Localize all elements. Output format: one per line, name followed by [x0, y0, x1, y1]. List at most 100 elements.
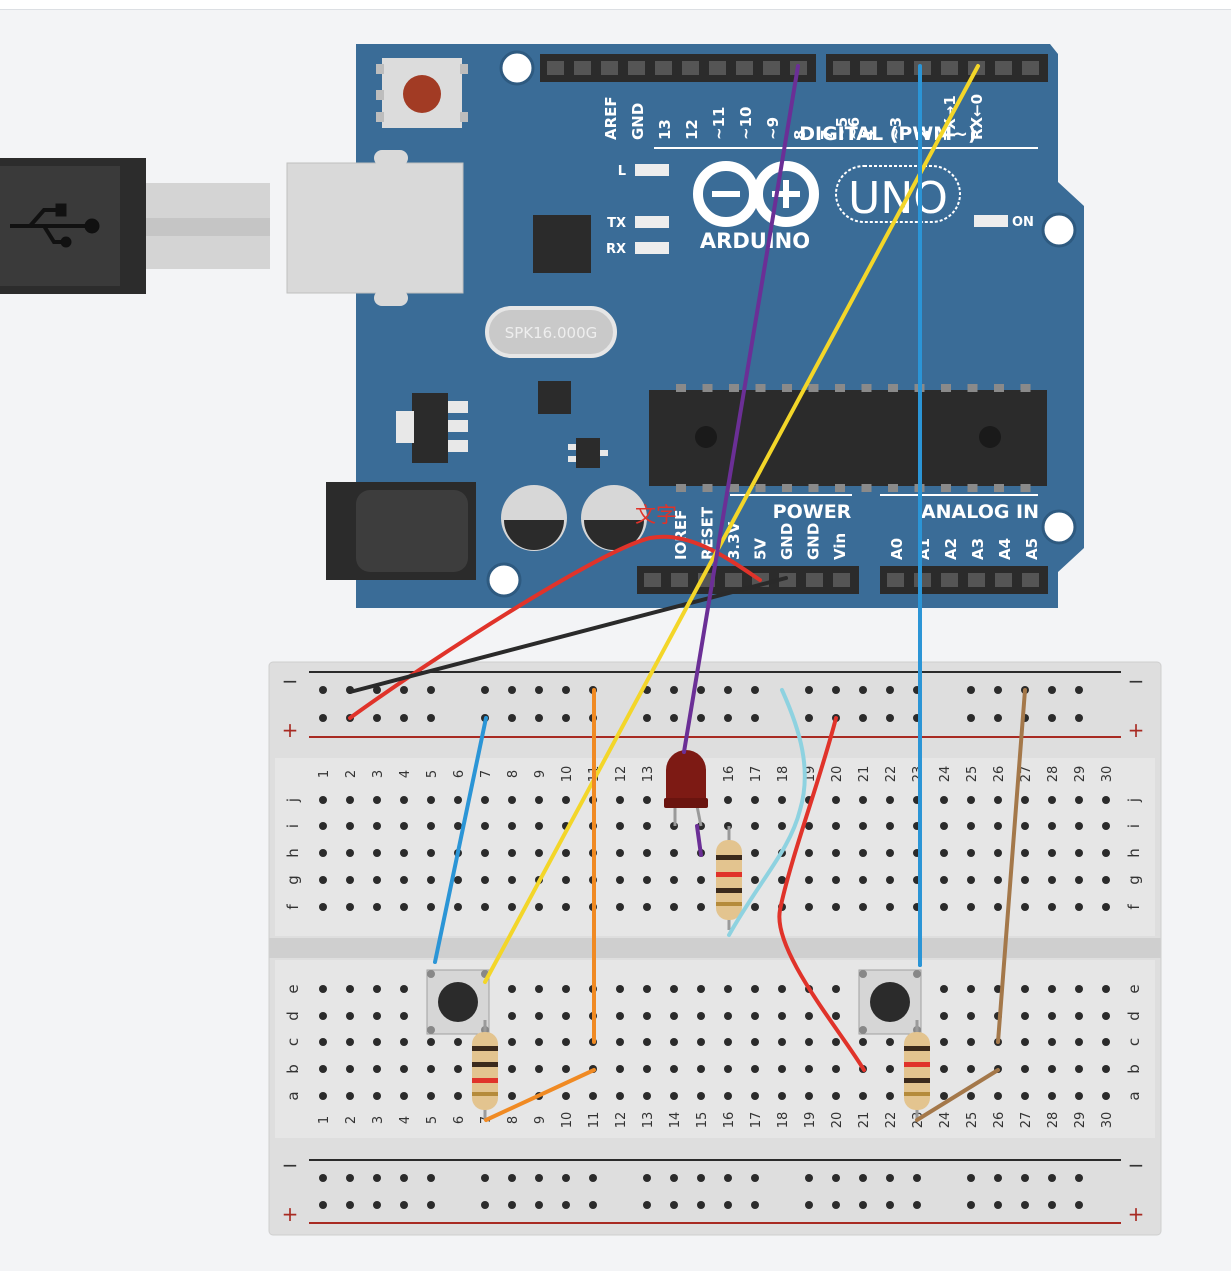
- breadboard-hole[interactable]: [616, 796, 624, 804]
- header-pin-socket[interactable]: [833, 573, 850, 587]
- breadboard-hole[interactable]: [454, 1038, 462, 1046]
- rail-hole[interactable]: [427, 714, 435, 722]
- rail-hole[interactable]: [751, 1201, 759, 1209]
- breadboard-hole[interactable]: [346, 796, 354, 804]
- rail-hole[interactable]: [670, 714, 678, 722]
- breadboard-hole[interactable]: [454, 903, 462, 911]
- breadboard-hole[interactable]: [805, 876, 813, 884]
- breadboard-hole[interactable]: [643, 985, 651, 993]
- breadboard-hole[interactable]: [967, 1065, 975, 1073]
- rail-hole[interactable]: [913, 1174, 921, 1182]
- reset-button[interactable]: [376, 58, 468, 128]
- breadboard-hole[interactable]: [805, 903, 813, 911]
- breadboard-hole[interactable]: [481, 876, 489, 884]
- breadboard-hole[interactable]: [805, 822, 813, 830]
- breadboard-hole[interactable]: [832, 1038, 840, 1046]
- breadboard-hole[interactable]: [1102, 985, 1110, 993]
- rail-hole[interactable]: [643, 1201, 651, 1209]
- breadboard-hole[interactable]: [778, 822, 786, 830]
- rail-hole[interactable]: [967, 714, 975, 722]
- header-pin-socket[interactable]: [995, 573, 1012, 587]
- breadboard-hole[interactable]: [562, 1038, 570, 1046]
- rail-hole[interactable]: [400, 1174, 408, 1182]
- breadboard-hole[interactable]: [859, 1038, 867, 1046]
- rail-hole[interactable]: [832, 686, 840, 694]
- rail-hole[interactable]: [319, 686, 327, 694]
- breadboard-hole[interactable]: [1048, 849, 1056, 857]
- breadboard-hole[interactable]: [346, 1038, 354, 1046]
- breadboard-hole[interactable]: [508, 1092, 516, 1100]
- breadboard-hole[interactable]: [400, 1012, 408, 1020]
- wire-brown-vertical[interactable]: [996, 688, 1027, 1044]
- breadboard-hole[interactable]: [751, 822, 759, 830]
- breadboard-hole[interactable]: [697, 903, 705, 911]
- rail-hole[interactable]: [994, 714, 1002, 722]
- breadboard-hole[interactable]: [805, 1092, 813, 1100]
- breadboard-hole[interactable]: [1048, 1012, 1056, 1020]
- breadboard-hole[interactable]: [346, 849, 354, 857]
- breadboard-hole[interactable]: [1021, 985, 1029, 993]
- breadboard-hole[interactable]: [859, 822, 867, 830]
- rail-hole[interactable]: [967, 1174, 975, 1182]
- rail-hole[interactable]: [481, 1201, 489, 1209]
- rail-hole[interactable]: [535, 686, 543, 694]
- breadboard-hole[interactable]: [454, 1065, 462, 1073]
- breadboard-hole[interactable]: [1048, 876, 1056, 884]
- breadboard-hole[interactable]: [1021, 1092, 1029, 1100]
- breadboard-hole[interactable]: [967, 849, 975, 857]
- breadboard-hole[interactable]: [778, 1038, 786, 1046]
- breadboard-hole[interactable]: [859, 1092, 867, 1100]
- header-pin-socket[interactable]: [644, 573, 661, 587]
- breadboard-hole[interactable]: [1048, 985, 1056, 993]
- breadboard-hole[interactable]: [1075, 1092, 1083, 1100]
- breadboard-hole[interactable]: [616, 1012, 624, 1020]
- rail-hole[interactable]: [373, 714, 381, 722]
- rail-hole[interactable]: [724, 686, 732, 694]
- rail-hole[interactable]: [1021, 1201, 1029, 1209]
- rail-hole[interactable]: [562, 1201, 570, 1209]
- breadboard-hole[interactable]: [940, 1012, 948, 1020]
- breadboard-hole[interactable]: [751, 1038, 759, 1046]
- wire-orange-diagonal[interactable]: [484, 1068, 596, 1122]
- breadboard-hole[interactable]: [1075, 822, 1083, 830]
- breadboard-hole[interactable]: [346, 985, 354, 993]
- breadboard-hole[interactable]: [616, 1092, 624, 1100]
- rail-hole[interactable]: [508, 686, 516, 694]
- breadboard-hole[interactable]: [724, 1065, 732, 1073]
- header-pin-socket[interactable]: [887, 61, 904, 75]
- rail-hole[interactable]: [427, 1201, 435, 1209]
- breadboard-hole[interactable]: [1075, 876, 1083, 884]
- rail-hole[interactable]: [670, 1201, 678, 1209]
- breadboard-hole[interactable]: [940, 822, 948, 830]
- breadboard-hole[interactable]: [886, 1065, 894, 1073]
- rail-hole[interactable]: [319, 1174, 327, 1182]
- rail-hole[interactable]: [319, 1201, 327, 1209]
- breadboard-hole[interactable]: [859, 876, 867, 884]
- rail-hole[interactable]: [346, 1201, 354, 1209]
- breadboard-hole[interactable]: [1102, 1065, 1110, 1073]
- breadboard-hole[interactable]: [805, 1038, 813, 1046]
- header-pin-socket[interactable]: [941, 61, 958, 75]
- header-pin-socket[interactable]: [671, 573, 688, 587]
- rail-hole[interactable]: [535, 714, 543, 722]
- rail-hole[interactable]: [751, 714, 759, 722]
- header-pin-socket[interactable]: [995, 61, 1012, 75]
- breadboard-hole[interactable]: [373, 903, 381, 911]
- rail-hole[interactable]: [805, 714, 813, 722]
- breadboard-hole[interactable]: [589, 1092, 597, 1100]
- breadboard-hole[interactable]: [751, 1012, 759, 1020]
- breadboard-hole[interactable]: [967, 796, 975, 804]
- wire-led-purple[interactable]: [695, 824, 703, 857]
- breadboard-hole[interactable]: [832, 849, 840, 857]
- breadboard-hole[interactable]: [373, 1092, 381, 1100]
- breadboard-hole[interactable]: [751, 985, 759, 993]
- resistor-led[interactable]: [716, 826, 742, 930]
- breadboard-hole[interactable]: [319, 822, 327, 830]
- rail-hole[interactable]: [859, 1201, 867, 1209]
- rail-hole[interactable]: [724, 714, 732, 722]
- rail-hole[interactable]: [886, 714, 894, 722]
- breadboard-hole[interactable]: [886, 876, 894, 884]
- breadboard-hole[interactable]: [940, 903, 948, 911]
- breadboard-hole[interactable]: [427, 1092, 435, 1100]
- breadboard-hole[interactable]: [373, 1065, 381, 1073]
